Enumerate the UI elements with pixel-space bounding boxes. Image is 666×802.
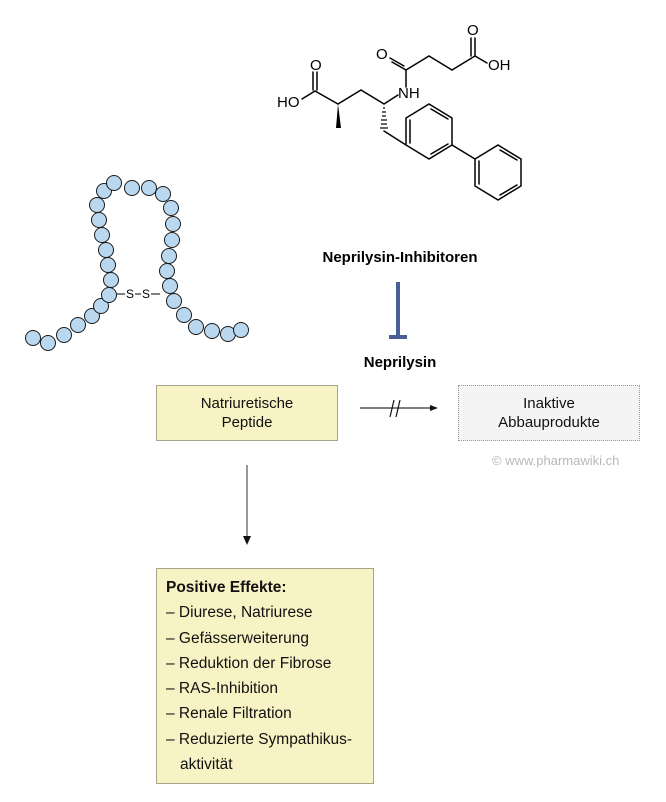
amino-acid-bead <box>25 330 41 346</box>
atom-label: HO <box>277 94 300 111</box>
amino-acid-bead <box>176 307 192 323</box>
amino-acid-bead <box>93 298 109 314</box>
sulfur-label: S <box>126 287 134 301</box>
amino-acid-bead <box>163 200 179 216</box>
amino-acid-bead <box>56 327 72 343</box>
blocked-slash <box>389 399 395 418</box>
amino-acid-bead <box>106 175 122 191</box>
effect-item: – Renale Filtration <box>166 705 292 723</box>
natriuretic-peptides-box: Natriuretische Peptide <box>156 385 338 441</box>
effect-arrow-head <box>243 536 251 545</box>
atom-label: NH <box>398 85 420 102</box>
amino-acid-bead <box>89 197 105 213</box>
effect-item: – Reduzierte Sympathikus- <box>166 730 353 748</box>
atom-label: O <box>467 22 479 39</box>
sulfur-label: S <box>142 287 150 301</box>
amino-acid-bead <box>162 278 178 294</box>
blocked-slash <box>395 399 401 418</box>
amino-acid-bead <box>233 322 249 338</box>
effect-item-continuation: aktivität <box>180 756 233 774</box>
amino-acid-bead <box>84 308 100 324</box>
box-line: Abbauprodukte <box>498 414 600 431</box>
amino-acid-bead <box>188 319 204 335</box>
box-line: Peptide <box>221 414 273 431</box>
amino-acid-bead <box>165 216 181 232</box>
box-line: Natriuretische <box>200 395 294 412</box>
positive-effects-box: Positive Effekte: – Diurese, Natriurese … <box>156 568 374 784</box>
amino-acid-bead <box>40 335 56 351</box>
amino-acid-bead <box>204 323 220 339</box>
effect-item: – Reduktion der Fibrose <box>166 654 332 672</box>
box-line: Inaktive <box>523 395 575 412</box>
amino-acid-bead <box>124 180 140 196</box>
amino-acid-bead <box>94 227 110 243</box>
effect-item: – Diurese, Natriurese <box>166 604 313 622</box>
effect-item: – Gefässerweiterung <box>166 629 310 647</box>
amino-acid-bead <box>70 317 86 333</box>
effects-title: Positive Effekte: <box>166 579 287 596</box>
amino-acid-bead <box>141 180 157 196</box>
effect-item: – RAS-Inhibition <box>166 680 279 698</box>
amino-acid-bead <box>159 263 175 279</box>
amino-acid-bead <box>166 293 182 309</box>
blocked-arrow-head <box>430 405 438 411</box>
atom-label: O <box>310 57 322 74</box>
amino-acid-bead <box>164 232 180 248</box>
copyright-notice: © www.pharmawiki.ch <box>492 453 620 468</box>
amino-acid-bead <box>98 242 114 258</box>
atom-label: O <box>376 46 388 63</box>
inhibitors-label: Neprilysin-Inhibitoren <box>322 249 478 266</box>
amino-acid-bead <box>103 272 119 288</box>
amino-acid-bead <box>155 186 171 202</box>
atom-label: OH <box>488 57 511 74</box>
inactive-products-box: Inaktive Abbauprodukte <box>458 385 640 441</box>
inhibition-cap <box>389 335 407 339</box>
inhibition-bar <box>396 282 400 336</box>
enzyme-label: Neprilysin <box>363 354 437 371</box>
